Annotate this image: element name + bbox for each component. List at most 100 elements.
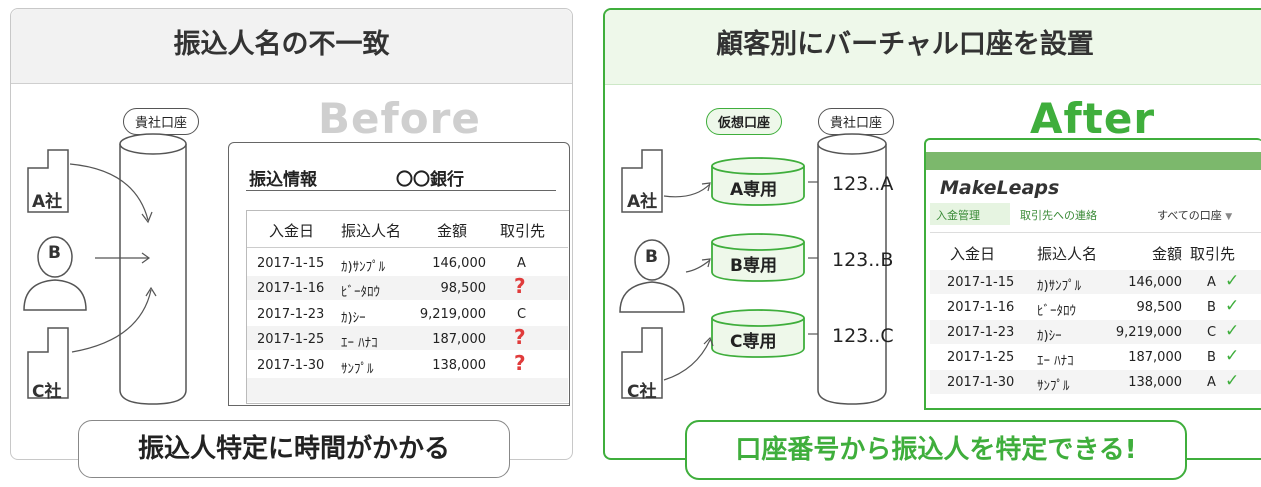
app-row-amount: 138,000 xyxy=(1128,375,1182,390)
row-client: C xyxy=(517,307,527,322)
before-title: 振込人名の不一致 xyxy=(173,29,390,60)
account-filter-select[interactable]: すべての口座 ▼ xyxy=(1157,207,1232,223)
app-col-payer: 振込人名 xyxy=(1037,245,1098,263)
row-client: A xyxy=(517,256,526,271)
app-row-payer: ｶ)ｻﾝﾌﾟﾙ xyxy=(1037,279,1082,294)
after-company-account-label: 貴社口座 xyxy=(818,108,895,135)
statement-bank: 〇〇銀行 xyxy=(396,170,464,190)
app-row-client: A xyxy=(1207,375,1216,390)
before-label: Before xyxy=(318,94,481,143)
app-row-date: 2017-1-16 xyxy=(947,300,1015,315)
after-party-c-label: C社 xyxy=(627,382,657,402)
row-amount: 138,000 xyxy=(432,358,486,373)
chevron-down-icon: ▼ xyxy=(1225,212,1233,222)
check-icon: ✓ xyxy=(1225,346,1240,366)
check-icon: ✓ xyxy=(1225,296,1240,316)
virtual-account-b: B専用 xyxy=(730,256,777,276)
unknown-client-mark: ? xyxy=(514,274,526,298)
row-payer: ｻﾝﾌﾟﾙ xyxy=(341,362,374,377)
virtual-account-a: A専用 xyxy=(730,180,778,200)
party-b-label: B xyxy=(48,243,61,263)
building-a-icon xyxy=(27,149,69,213)
after-party-a-label: A社 xyxy=(627,192,658,212)
row-amount: 98,500 xyxy=(440,281,487,296)
virtual-account-c: C専用 xyxy=(730,332,777,352)
after-party-b-label: B xyxy=(645,247,658,267)
row-date: 2017-1-25 xyxy=(257,332,325,347)
col-client: 取引先 xyxy=(500,222,546,240)
row-amount: 187,000 xyxy=(432,332,486,347)
after-flow-diagram xyxy=(619,133,887,405)
statement-table-header xyxy=(247,211,568,248)
row-amount: 146,000 xyxy=(432,256,486,271)
app-col-client: 取引先 xyxy=(1190,245,1236,263)
app-divider xyxy=(930,232,1261,233)
unknown-client-mark: ? xyxy=(514,351,526,375)
account-number-b: 123..B xyxy=(832,249,894,271)
row-date: 2017-1-23 xyxy=(257,307,325,322)
before-flow-diagram xyxy=(23,133,187,405)
makeleaps-titlebar xyxy=(926,152,1261,170)
app-row-amount: 187,000 xyxy=(1128,350,1182,365)
party-c-label: C社 xyxy=(32,382,62,402)
after-label: After xyxy=(1030,94,1156,143)
person-b-icon xyxy=(23,236,87,311)
tab-contact-clients[interactable]: 取引先への連絡 xyxy=(1020,209,1097,222)
account-filter-value: すべての口座 xyxy=(1157,209,1222,222)
app-col-date: 入金日 xyxy=(950,245,996,263)
after-header xyxy=(605,10,1261,85)
virtual-account-c-cylinder xyxy=(711,309,805,358)
statement-empty-row xyxy=(247,378,568,402)
app-row-payer: ｶ)ｼｰ xyxy=(1037,329,1062,344)
unknown-client-mark: ? xyxy=(514,325,526,349)
app-row-client: B xyxy=(1207,300,1216,315)
row-payer: ｶ)ｻﾝﾌﾟﾙ xyxy=(341,260,386,275)
person-b-icon xyxy=(619,239,685,313)
row-payer: ｴｰ ﾊﾅｺ xyxy=(341,336,378,351)
app-row-date: 2017-1-25 xyxy=(947,350,1015,365)
virtual-account-b-cylinder xyxy=(711,233,805,282)
app-row-client: A xyxy=(1207,275,1216,290)
row-amount: 9,219,000 xyxy=(419,307,486,322)
row-payer: ｶ)ｼｰ xyxy=(341,311,366,326)
app-row-payer: ｴｰ ﾊﾅｺ xyxy=(1037,354,1074,369)
tab-payment-management-label: 入金管理 xyxy=(936,209,980,222)
before-conclusion: 振込人特定に時間がかかる xyxy=(78,420,510,478)
virtual-account-a-cylinder xyxy=(711,157,805,206)
check-icon: ✓ xyxy=(1225,371,1240,391)
row-date: 2017-1-16 xyxy=(257,281,325,296)
app-row-date: 2017-1-23 xyxy=(947,325,1015,340)
app-col-amount: 金額 xyxy=(1152,245,1183,263)
app-row-payer: ﾋﾞｰﾀﾛｳ xyxy=(1037,304,1076,319)
app-row-amount: 9,219,000 xyxy=(1115,325,1182,340)
col-payer: 振込人名 xyxy=(341,222,402,240)
before-header xyxy=(11,9,572,84)
account-number-a: 123..A xyxy=(832,173,894,195)
virtual-account-label: 仮想口座 xyxy=(706,108,783,135)
statement-divider xyxy=(246,190,556,191)
check-icon: ✓ xyxy=(1225,321,1240,341)
tab-payment-management[interactable]: 入金管理 xyxy=(930,203,1010,225)
after-title: 顧客別にバーチャル口座を設置 xyxy=(716,29,1094,60)
col-amount: 金額 xyxy=(437,222,468,240)
statement-title: 振込情報 xyxy=(249,170,317,190)
company-account-label: 貴社口座 xyxy=(123,108,200,135)
row-date: 2017-1-30 xyxy=(257,358,325,373)
app-row-amount: 146,000 xyxy=(1128,275,1182,290)
app-row-client: C xyxy=(1207,325,1217,340)
app-row-date: 2017-1-30 xyxy=(947,375,1015,390)
app-row-client: B xyxy=(1207,350,1216,365)
account-number-c: 123..C xyxy=(832,325,894,347)
app-row-amount: 98,500 xyxy=(1136,300,1183,315)
row-payer: ﾋﾞｰﾀﾛｳ xyxy=(341,285,380,300)
row-date: 2017-1-15 xyxy=(257,256,325,271)
makeleaps-logo: MakeLeaps xyxy=(940,177,1060,199)
building-c-icon xyxy=(27,327,69,399)
party-a-label: A社 xyxy=(32,192,63,212)
company-account-cylinder xyxy=(119,133,187,405)
after-company-account-cylinder xyxy=(817,133,887,405)
after-conclusion: 口座番号から振込人を特定できる! xyxy=(685,420,1187,480)
building-a-icon xyxy=(621,149,663,213)
col-date: 入金日 xyxy=(269,222,315,240)
check-icon: ✓ xyxy=(1225,271,1240,291)
